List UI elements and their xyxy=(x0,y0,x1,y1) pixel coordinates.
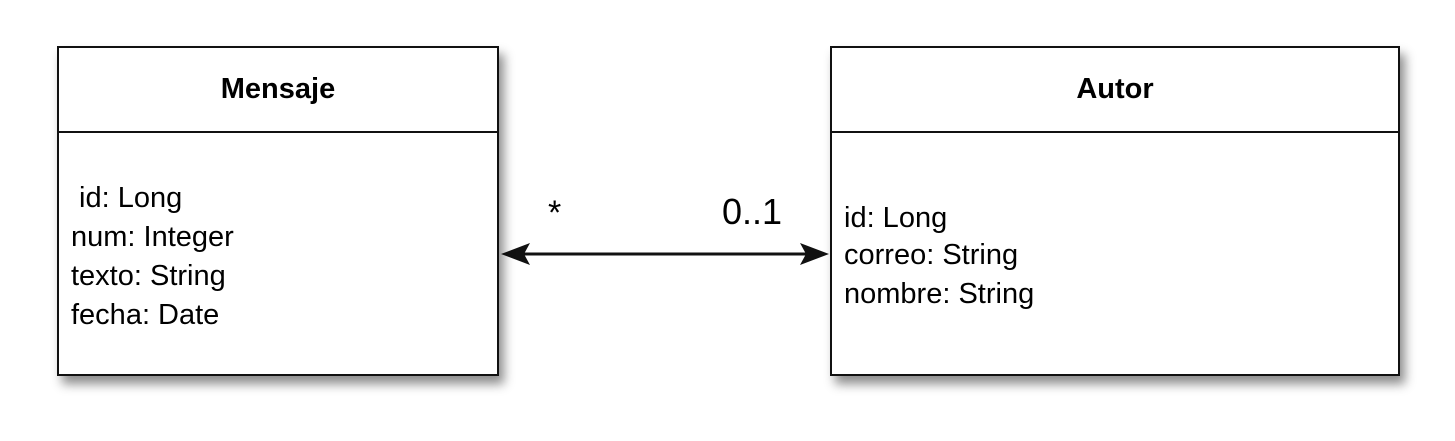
attribute-fecha: fecha: Date xyxy=(71,299,220,331)
attribute-nombre: nombre: String xyxy=(844,278,1035,310)
multiplicity-mensaje-end: * xyxy=(548,194,562,232)
attribute-id: id: Long xyxy=(71,182,183,214)
attribute-num: num: Integer xyxy=(71,221,234,253)
class-name-autor: Autor xyxy=(832,48,1398,133)
class-name-mensaje: Mensaje xyxy=(59,48,497,133)
arrowhead-left xyxy=(501,243,530,265)
class-box-autor[interactable]: Autor id: Long correo: String nombre: St… xyxy=(830,46,1400,376)
attribute-correo: correo: String xyxy=(844,239,1019,271)
class-box-mensaje[interactable]: Mensaje id: Long num: Integer texto: Str… xyxy=(57,46,499,376)
attribute-texto: texto: String xyxy=(71,260,226,292)
attribute-id: id: Long xyxy=(844,202,948,234)
arrowhead-right xyxy=(800,243,829,265)
multiplicity-autor-end: 0..1 xyxy=(722,191,783,232)
